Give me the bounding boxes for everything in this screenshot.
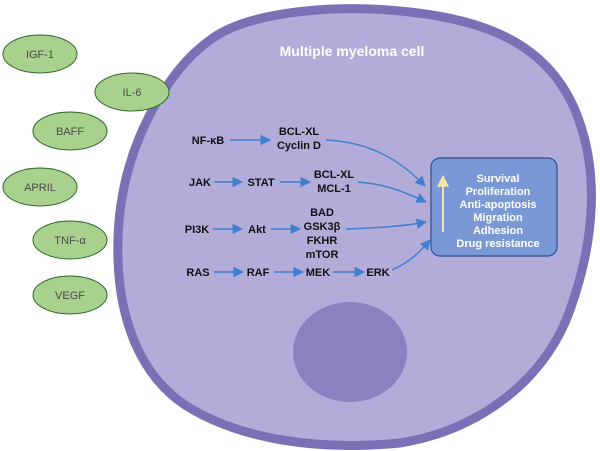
- cytokine-iGF-1: IGF-1: [2, 34, 78, 74]
- node-nfkb: NF-κB: [192, 135, 224, 147]
- arrow-ras-to-outcomes: [391, 239, 431, 271]
- node-mtor: mTOR: [306, 249, 339, 261]
- cytokine-oval: [32, 275, 108, 315]
- cytokine-oval: [32, 220, 108, 260]
- outcomes-box: [430, 157, 558, 257]
- myeloma-cell-body: [113, 4, 596, 450]
- cytokine-label-baff: BAFF: [56, 126, 84, 138]
- nucleus: [293, 302, 407, 402]
- cytokine-baff: BAFF: [32, 111, 108, 151]
- node-stat: STAT: [247, 177, 274, 189]
- node-mek: MEK: [306, 267, 331, 279]
- cytokine-vegf: VEGF: [32, 275, 108, 315]
- node-fkhr: FKHR: [307, 235, 338, 247]
- cytokine-label-april: APRIL: [24, 182, 56, 194]
- node-akt: Akt: [248, 224, 266, 236]
- arrow-jak-to-outcomes: [357, 181, 427, 203]
- cytokine-oval: [2, 34, 78, 74]
- outcome-drug-resistance: Drug resistance: [456, 238, 539, 250]
- node-gsk3b: GSK3β: [304, 221, 341, 233]
- cytokine-label-vegf: VEGF: [55, 290, 85, 302]
- node-bclxl-2: BCL-XL: [314, 169, 355, 181]
- cytokine-april: APRIL: [2, 167, 78, 207]
- outcome-survival: Survival: [477, 173, 520, 185]
- outcome-adhesion: Adhesion: [473, 225, 523, 237]
- node-bad: BAD: [310, 207, 334, 219]
- node-bclxl-1: BCL-XL: [279, 126, 320, 138]
- outcome-migration: Migration: [473, 212, 523, 224]
- node-erk: ERK: [366, 267, 389, 279]
- cell-title: Multiple myeloma cell: [280, 43, 425, 59]
- outcome-anti-apoptosis: Anti-apoptosis: [460, 199, 537, 211]
- node-mcl1: MCL-1: [317, 183, 351, 195]
- node-pi3k: PI3K: [185, 224, 210, 236]
- node-raf: RAF: [247, 267, 270, 279]
- cytokine-oval: [94, 72, 170, 112]
- cytokine-label-igf1: IGF-1: [26, 49, 54, 61]
- cytokine-tnf: TNF-α: [32, 220, 108, 260]
- arrow-nfkb-to-outcomes: [325, 139, 426, 187]
- node-jak: JAK: [189, 177, 211, 189]
- cytokine-il6: IL-6: [94, 72, 170, 112]
- cytokine-oval: [32, 111, 108, 151]
- node-cyclind: Cyclin D: [277, 140, 321, 152]
- cytokine-label-tnf: TNF-α: [54, 235, 86, 247]
- outcome-proliferation: Proliferation: [466, 186, 531, 198]
- cytokine-oval: [2, 167, 78, 207]
- cytokine-label-il6: IL-6: [123, 87, 142, 99]
- arrow-pi3k-to-outcomes: [345, 218, 428, 230]
- node-ras: RAS: [186, 267, 209, 279]
